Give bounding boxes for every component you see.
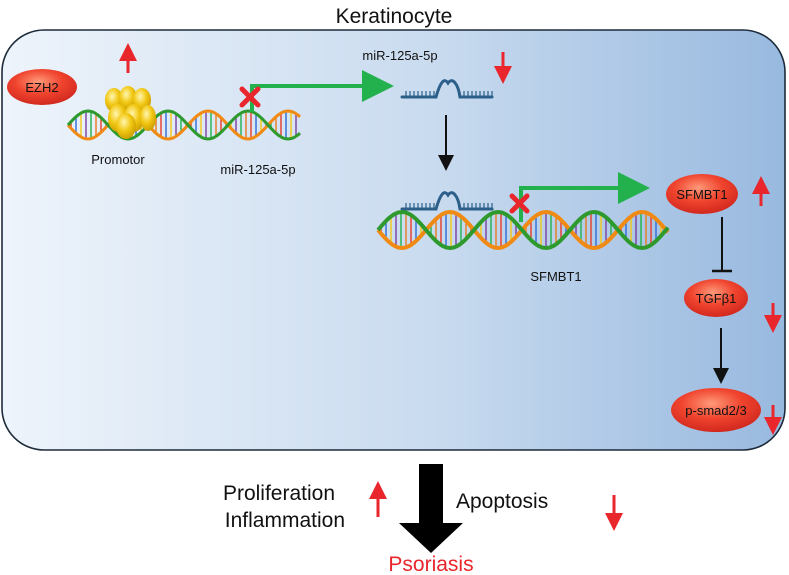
diagram-title: Keratinocyte (336, 5, 453, 28)
tgfb1-node: TGFβ1 (684, 279, 748, 317)
ezh2-node: EZH2 (7, 69, 77, 105)
sfmbt1-inhibits-tgfb1 (712, 217, 732, 273)
psmad-node-label: p-smad2/3 (685, 403, 746, 418)
promotor-label: Promotor (91, 152, 145, 167)
block-x-icon-2 (509, 193, 530, 214)
psoriasis-label: Psoriasis (388, 553, 473, 575)
sfmbt1-node-label: SFMBT1 (676, 187, 727, 202)
mirna-backbone (400, 79, 494, 99)
transcription-arrow-sfmbt1 (519, 172, 650, 222)
transcription-arrow-mir (250, 70, 394, 112)
dna-strand-a (66, 109, 301, 141)
outcome-down-arrow (399, 464, 463, 553)
dna-helix-sfmbt1 (376, 209, 670, 251)
block-x-icon (239, 86, 261, 108)
psmad-node: p-smad2/3 (671, 388, 761, 432)
nucleosome-beads (105, 86, 156, 139)
mirna-backbone (400, 191, 494, 211)
dna-helix-promoter (66, 109, 301, 141)
inflammation-label: Inflammation (225, 509, 345, 532)
mir-gene-label: miR-125a-5p (220, 162, 295, 177)
mirna-strand-icon (400, 79, 494, 99)
tgfb1-node-label: TGFβ1 (696, 291, 737, 306)
mir-rna-label: miR-125a-5p (362, 48, 437, 63)
ezh2-label: EZH2 (25, 80, 58, 95)
bound-mirna-icon (400, 191, 494, 211)
sfmbt1-gene-label: SFMBT1 (530, 269, 581, 284)
apoptosis-label: Apoptosis (456, 490, 548, 513)
sfmbt1-node: SFMBT1 (666, 174, 738, 214)
dna-strand-b (376, 209, 670, 251)
dna-strand-b (66, 109, 301, 141)
proliferation-label: Proliferation (223, 482, 335, 505)
